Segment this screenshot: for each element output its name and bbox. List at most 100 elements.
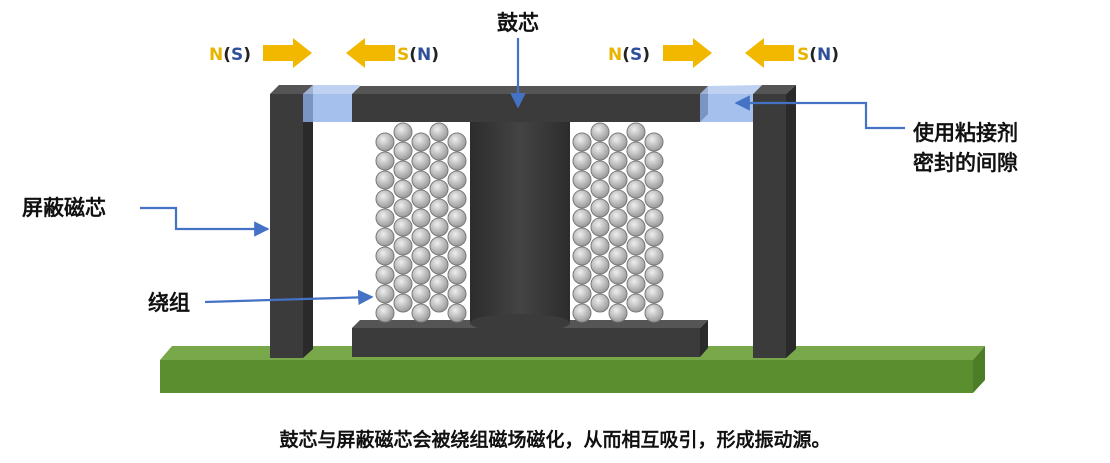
winding-wire xyxy=(393,141,413,161)
force-arrow-left-left xyxy=(346,38,395,68)
winding-wire xyxy=(429,236,449,256)
winding-coil-right xyxy=(572,122,664,323)
winding-wire xyxy=(608,246,628,266)
winding-wire xyxy=(429,141,449,161)
winding-wire xyxy=(375,151,395,171)
winding-wire xyxy=(644,189,664,209)
winding-wire xyxy=(447,170,467,190)
winding-wire xyxy=(411,170,431,190)
pole-label-left-b: S(N) xyxy=(397,45,439,65)
winding-wire xyxy=(375,303,395,323)
winding-wire xyxy=(447,189,467,209)
winding-wire xyxy=(626,160,646,180)
drum-core-top-flange xyxy=(352,86,708,122)
shield-core-right xyxy=(753,85,796,358)
pole-label-right-a: N(S) xyxy=(608,45,650,65)
label-glue-line1: 使用粘接剂 xyxy=(912,121,1018,145)
winding-wire xyxy=(644,151,664,171)
label-winding: 绕组 xyxy=(148,291,190,315)
shield-core-left xyxy=(270,85,313,358)
pole-label-right-b: S(N) xyxy=(797,45,839,65)
winding-wire xyxy=(644,227,664,247)
winding-wire xyxy=(590,160,610,180)
winding-wire xyxy=(375,208,395,228)
winding-wire xyxy=(590,179,610,199)
winding-wire xyxy=(411,284,431,304)
winding-wire xyxy=(429,122,449,142)
winding-wire xyxy=(447,265,467,285)
winding-wire xyxy=(572,246,592,266)
winding-wire xyxy=(375,246,395,266)
winding-wire xyxy=(626,217,646,237)
winding-wire xyxy=(429,217,449,237)
winding-wire xyxy=(375,170,395,190)
winding-wire xyxy=(572,208,592,228)
caption: 鼓芯与屏蔽磁芯会被绕组磁场磁化，从而相互吸引，形成振动源。 xyxy=(279,428,830,451)
label-drum-core: 鼓芯 xyxy=(497,11,539,35)
winding-wire xyxy=(572,227,592,247)
force-arrow-left-right xyxy=(263,38,312,68)
pointer-shield-core xyxy=(140,206,270,237)
winding-wire xyxy=(590,217,610,237)
winding-wire xyxy=(644,208,664,228)
winding-wire xyxy=(411,227,431,247)
label-shield-core: 屏蔽磁芯 xyxy=(22,196,106,220)
glue-gap-left xyxy=(303,85,360,122)
winding-wire xyxy=(393,122,413,142)
winding-wire xyxy=(375,189,395,209)
winding-coil-left xyxy=(375,122,467,323)
winding-wire xyxy=(626,236,646,256)
winding-wire xyxy=(375,227,395,247)
winding-wire xyxy=(626,198,646,218)
label-glue-line2: 密封的间隙 xyxy=(913,151,1018,175)
winding-wire xyxy=(429,274,449,294)
winding-wire xyxy=(572,303,592,323)
winding-wire xyxy=(608,227,628,247)
winding-wire xyxy=(411,246,431,266)
winding-wire xyxy=(447,246,467,266)
winding-wire xyxy=(572,265,592,285)
winding-wire xyxy=(626,179,646,199)
winding-wire xyxy=(572,132,592,152)
winding-wire xyxy=(393,198,413,218)
winding-wire xyxy=(644,265,664,285)
winding-wire xyxy=(429,198,449,218)
winding-wire xyxy=(411,189,431,209)
winding-wire xyxy=(411,132,431,152)
winding-wire xyxy=(626,293,646,313)
winding-wire xyxy=(608,151,628,171)
winding-wire xyxy=(393,255,413,275)
winding-wire xyxy=(572,151,592,171)
winding-wire xyxy=(644,303,664,323)
winding-wire xyxy=(572,170,592,190)
winding-wire xyxy=(429,255,449,275)
winding-wire xyxy=(590,255,610,275)
winding-wire xyxy=(393,179,413,199)
winding-wire xyxy=(644,132,664,152)
winding-wire xyxy=(393,274,413,294)
winding-wire xyxy=(447,303,467,323)
winding-wire xyxy=(375,132,395,152)
winding-wire xyxy=(590,141,610,161)
winding-wire xyxy=(590,274,610,294)
winding-wire xyxy=(590,293,610,313)
winding-wire xyxy=(429,293,449,313)
winding-wire xyxy=(447,208,467,228)
winding-wire xyxy=(626,274,646,294)
winding-wire xyxy=(590,122,610,142)
winding-wire xyxy=(608,265,628,285)
winding-wire xyxy=(590,236,610,256)
winding-wire xyxy=(608,303,628,323)
winding-wire xyxy=(626,141,646,161)
winding-wire xyxy=(626,122,646,142)
winding-wire xyxy=(447,132,467,152)
winding-wire xyxy=(429,160,449,180)
winding-wire xyxy=(608,284,628,304)
winding-wire xyxy=(644,284,664,304)
winding-wire xyxy=(375,284,395,304)
winding-wire xyxy=(608,170,628,190)
winding-wire xyxy=(572,284,592,304)
winding-wire xyxy=(393,293,413,313)
winding-wire xyxy=(393,160,413,180)
